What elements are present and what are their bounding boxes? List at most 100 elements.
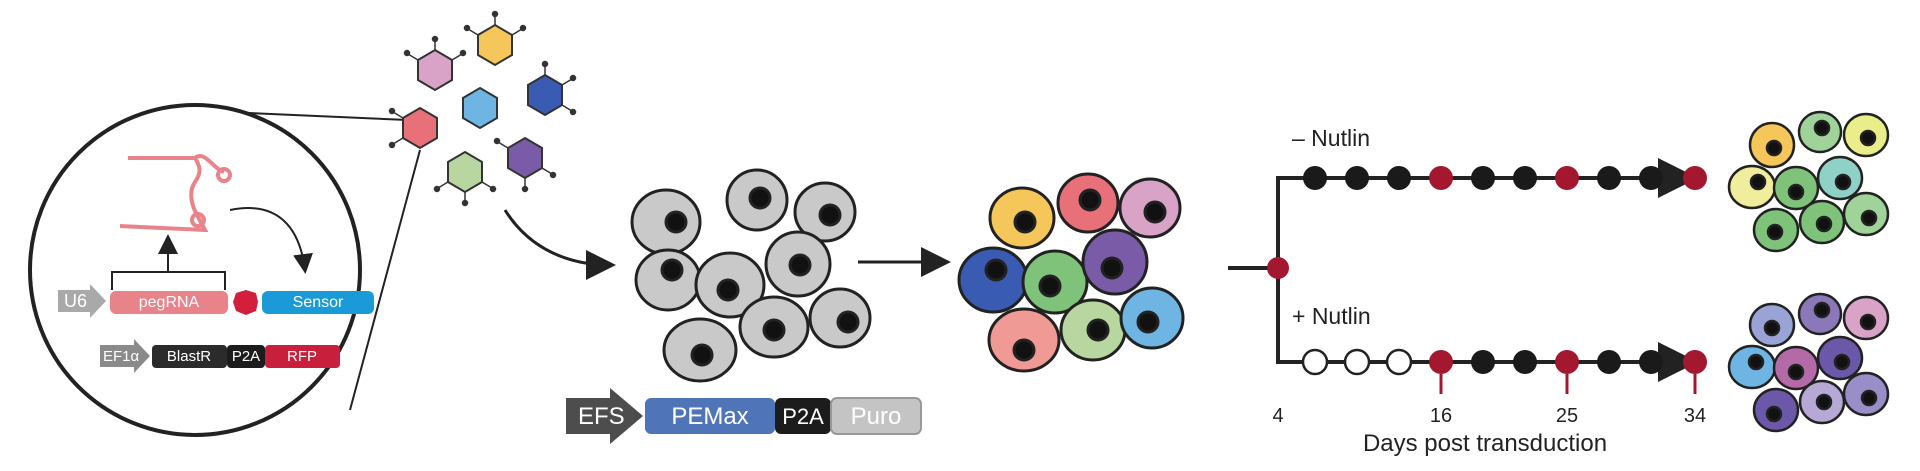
tick-label: 16 [1430,405,1452,427]
timeline: – Nutlin + Nutlin [1228,125,1707,457]
sample-dot [1429,166,1453,190]
ef1a-label: EF1α [103,348,140,365]
construct-pemax: EFS PEMax P2A Puro [566,388,922,444]
pegrna-label: pegRNA [139,294,200,311]
cell [987,307,1061,373]
construct-row1: U6 pegRNA Sensor [58,284,374,318]
tick-label: 34 [1684,405,1706,427]
p2a-label-left: P2A [232,348,260,365]
rfp-label: RFP [287,348,317,365]
sensor-arrow [229,207,313,274]
timepoint-dot [1345,166,1369,190]
cell [1772,165,1820,211]
minus-nutlin-dots [1303,166,1707,190]
rfp-box [265,345,340,368]
plus-nutlin-dots [1301,348,1707,376]
pemax-label: PEMax [671,403,748,430]
cell [1752,387,1800,433]
cell [738,295,810,359]
cell [1842,112,1890,158]
efs-promoter-arrow [566,388,643,444]
cell [957,246,1029,314]
timepoint-dot [1471,166,1495,190]
timepoint-dot [1303,166,1327,190]
cell [1842,295,1890,341]
magnify-lens [28,103,421,437]
tick-label: 25 [1556,405,1578,427]
cell [1081,228,1149,296]
cell [1816,155,1864,201]
construct-row2: EF1α BlastR P2A RFP [100,339,340,373]
cell [1021,249,1089,315]
timepoint-dot [1513,166,1537,190]
efs-label: EFS [578,403,625,430]
timepoint-dot-open [1385,348,1413,376]
u6-promoter-arrow [58,284,106,318]
p2a-label-pemax: P2A [782,404,824,429]
cell [662,317,738,383]
cell [1842,191,1890,237]
minus-nutlin-track [1276,158,1698,268]
cell [725,168,789,232]
virus-particle [417,48,453,92]
timepoint-dot [1639,166,1663,190]
blastr-label: BlastR [167,348,211,365]
cell [1816,335,1864,381]
cell [1798,379,1846,425]
cell [1842,371,1890,417]
sample-tick-marks [1439,374,1697,394]
sample-dot [1555,166,1579,190]
cell [1059,298,1127,362]
terminator-octagon [233,290,258,315]
virus-particle [462,86,498,130]
timepoint-dot-open [1343,348,1371,376]
cell [1797,292,1843,336]
cell [1798,199,1846,245]
x-axis-label: Days post transduction [1363,430,1607,457]
cell [764,230,832,298]
puro-box [830,397,922,435]
cell [988,186,1056,250]
timepoint-dot [1597,166,1621,190]
u6-label: U6 [64,291,87,311]
virus-particle [402,106,438,150]
cell [793,181,857,243]
start-sample-dot [1267,257,1289,279]
plus-nutlin-label: + Nutlin [1292,303,1371,329]
ef1a-promoter-arrow [100,339,150,373]
cell [1727,164,1777,210]
timepoint-dot-open [1301,348,1329,376]
cell [1752,207,1800,253]
cell [808,287,872,349]
virus-particle [447,150,483,194]
cell [1727,344,1777,390]
p2a-box-pemax [775,398,831,434]
timepoint-dot [1471,350,1495,374]
tick-label: 4 [1272,405,1283,427]
virus-particles [388,10,577,207]
cell [1119,286,1185,350]
cell [634,248,702,312]
minus-nutlin-label: – Nutlin [1292,125,1370,151]
sensor-box [262,291,374,314]
pegrna-box [110,291,228,314]
puro-label: Puro [851,403,902,430]
pegrna-structure [119,154,232,233]
cell [1797,110,1843,154]
virus-particle [527,73,563,117]
pemax-box [645,398,775,434]
timepoint-dot [1597,350,1621,374]
virus-particle [477,23,513,67]
timepoint-dot [1513,350,1537,374]
timepoint-dot [1387,166,1411,190]
colored-cell-cluster [957,172,1185,373]
cell [630,188,702,256]
sample-dot [1429,350,1453,374]
sample-dot [1683,350,1707,374]
p2a-box-left [227,345,265,368]
sensor-label: Sensor [293,294,344,311]
timepoint-dot [1639,350,1663,374]
transduction-arrow [503,209,616,280]
sample-dot [1555,350,1579,374]
